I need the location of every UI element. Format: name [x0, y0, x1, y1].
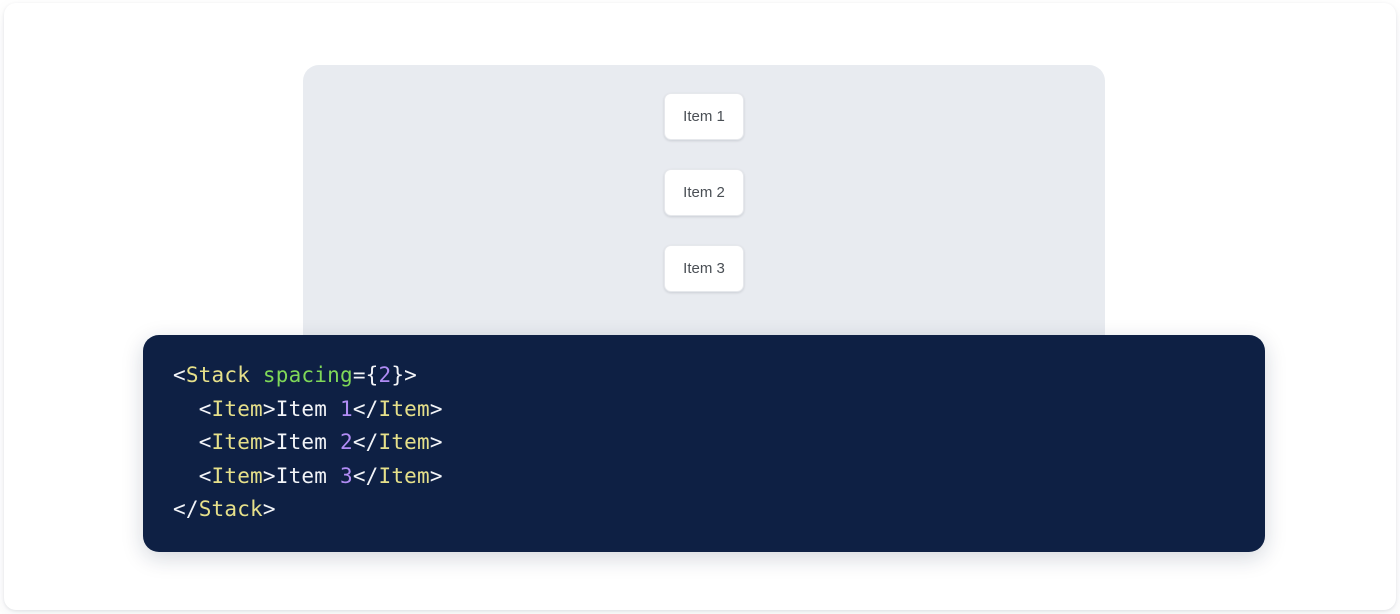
code-token-num: 1 [339, 396, 353, 421]
code-token-tag: Item [378, 430, 430, 455]
code-token-attr: spacing [262, 363, 353, 387]
code-token-punct: ={ [352, 363, 379, 387]
code-token-text: Item [275, 463, 340, 488]
code-token-text [173, 397, 199, 421]
code-snippet-panel: <Stack spacing={2}> <Item>Item 1</Item> … [143, 335, 1265, 552]
code-token-tag: Item [378, 396, 430, 421]
code-token-text: Item [275, 430, 340, 455]
code-token-punct: > [429, 463, 443, 488]
code-token-tag: Item [211, 396, 263, 421]
code-token-num: 2 [339, 430, 353, 455]
code-token-tag: Stack [198, 497, 263, 522]
code-token-punct: > [262, 396, 276, 421]
code-token-punct: }> [391, 363, 418, 387]
code-token-punct: > [429, 396, 443, 421]
code-token-num: 2 [378, 363, 392, 387]
stack-container: Item 1 Item 2 Item 3 [303, 65, 1105, 292]
stack-item[interactable]: Item 2 [664, 169, 744, 216]
stack-item[interactable]: Item 3 [664, 245, 744, 292]
code-line: <Item>Item 2</Item> [173, 426, 443, 460]
code-token-punct: < [198, 430, 212, 455]
code-token-punct: < [198, 463, 212, 488]
code-token-text [173, 464, 199, 488]
code-line: <Item>Item 3</Item> [173, 460, 443, 494]
code-token-tag: Stack [185, 363, 251, 387]
code-token-punct: </ [173, 497, 199, 522]
code-token-num: 3 [339, 463, 353, 488]
code-token-tag: Item [211, 430, 263, 455]
code-token-tag: Item [211, 463, 263, 488]
code-token-punct: > [262, 430, 276, 455]
code-token-punct: </ [352, 430, 379, 455]
code-line: </Stack> [173, 493, 443, 527]
code-token-punct: > [262, 463, 276, 488]
code-token-text [173, 430, 199, 454]
code-token-punct: </ [352, 396, 379, 421]
code-token-tag: Item [378, 463, 430, 488]
code-token-punct: < [173, 363, 186, 387]
component-preview-panel: Item 1 Item 2 Item 3 [303, 65, 1105, 361]
code-block[interactable]: <Stack spacing={2}> <Item>Item 1</Item> … [173, 359, 443, 527]
code-line: <Stack spacing={2}> [173, 359, 443, 393]
code-token-text: Item [275, 396, 340, 421]
code-line: <Item>Item 1</Item> [173, 393, 443, 427]
code-token-punct: > [262, 497, 276, 522]
code-token-punct: </ [352, 463, 379, 488]
stack-item[interactable]: Item 1 [664, 93, 744, 140]
code-token-text [250, 363, 263, 387]
code-token-punct: > [429, 430, 443, 455]
code-token-punct: < [198, 396, 212, 421]
